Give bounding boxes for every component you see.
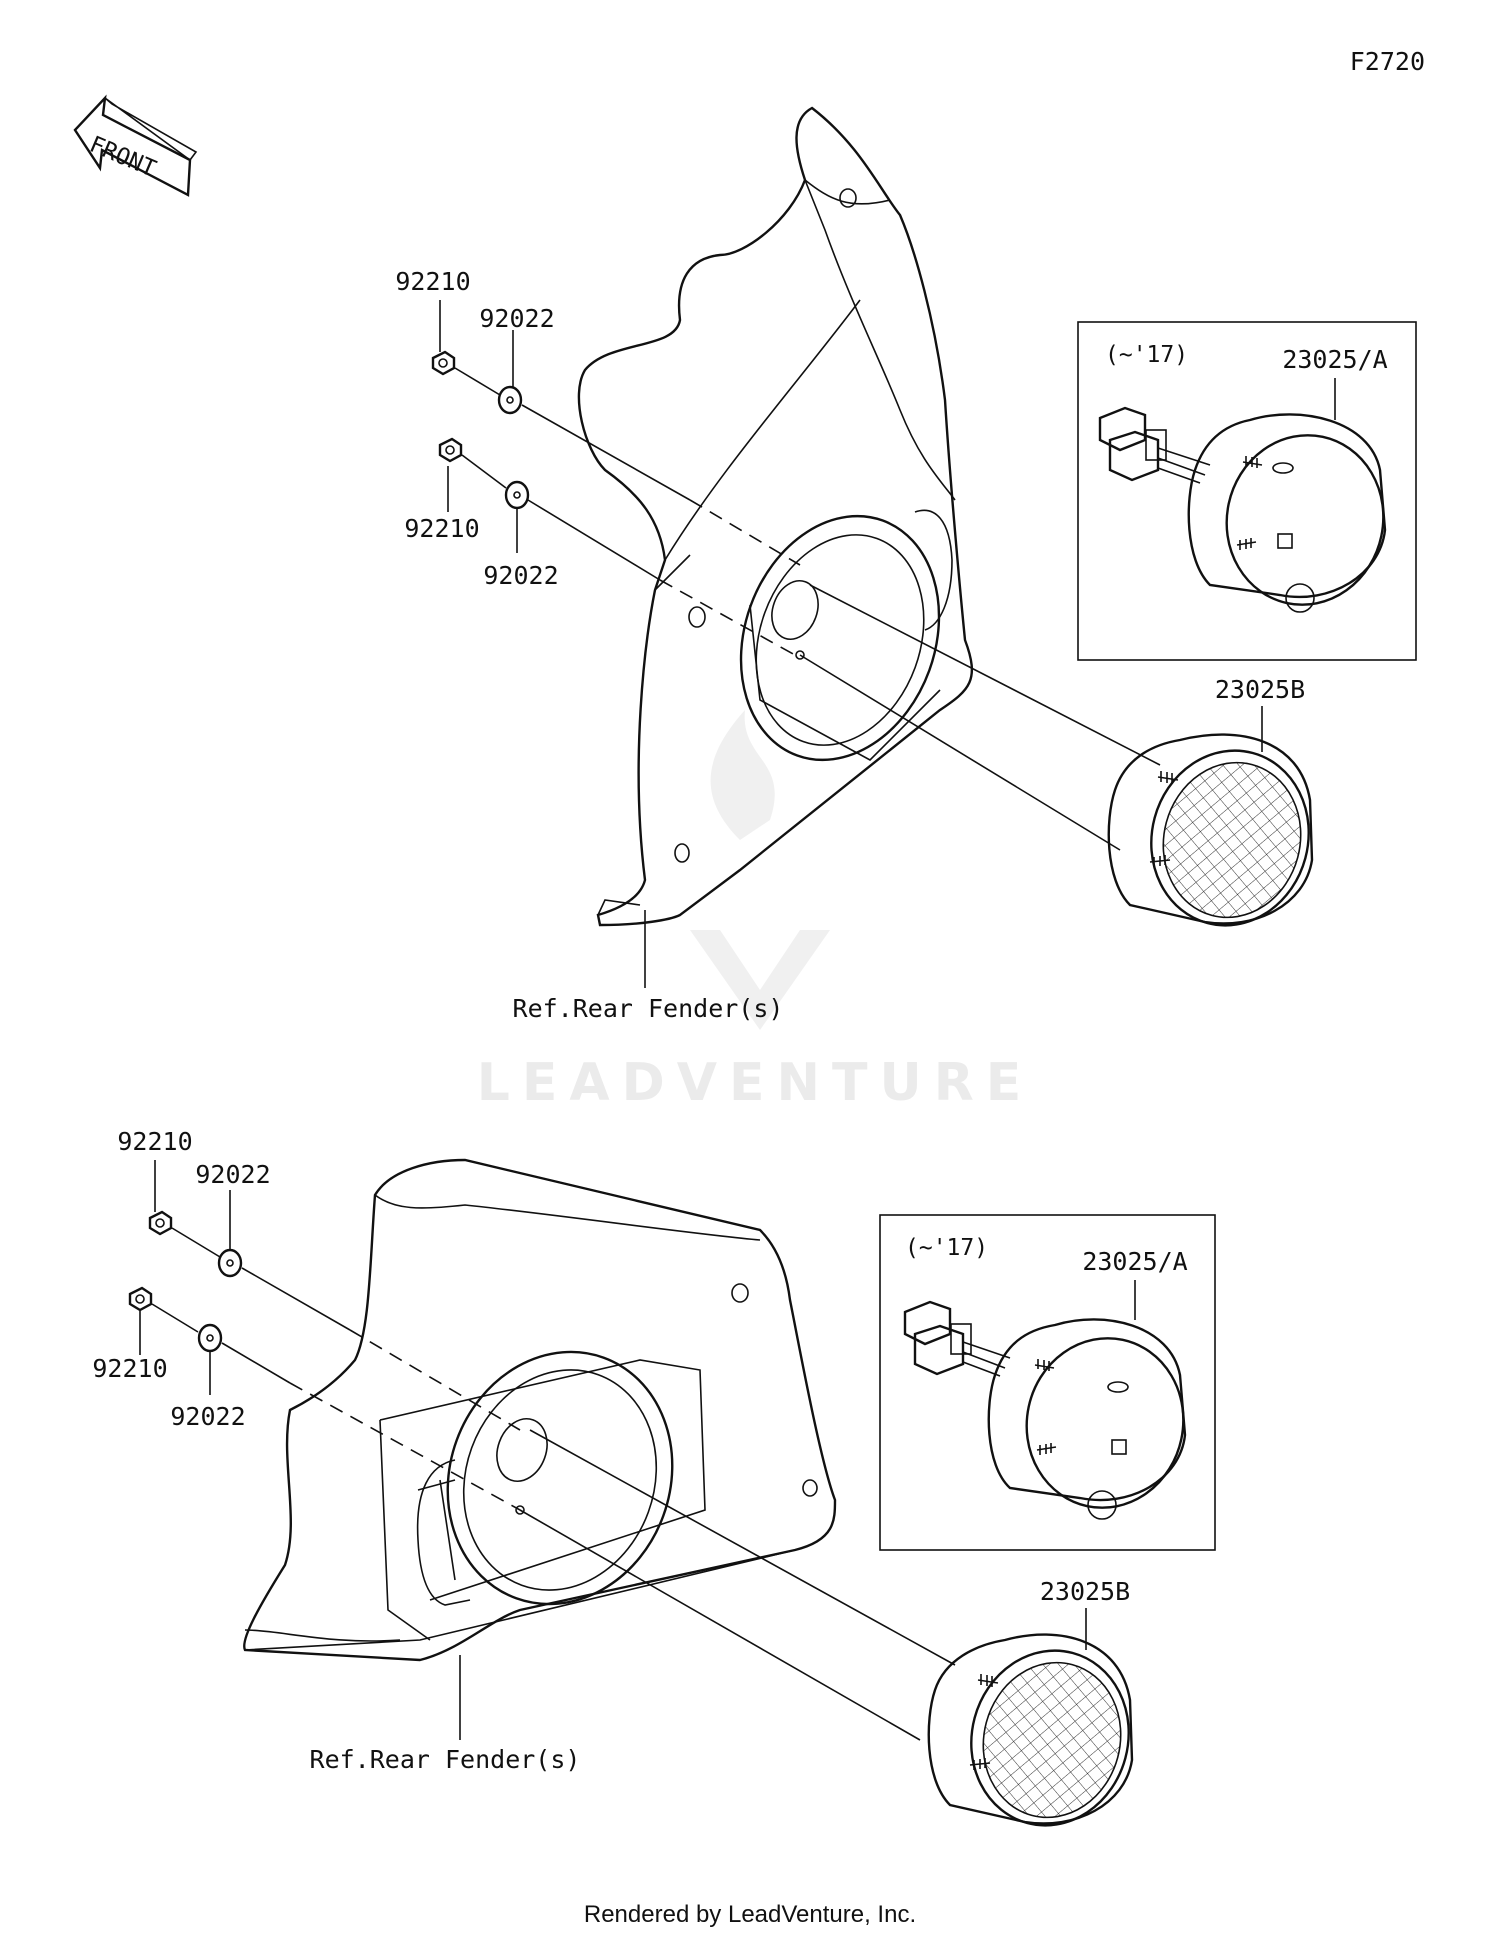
top-inset-part: 23025/A	[1282, 345, 1387, 374]
top-label-washer-lower: 92022	[483, 561, 558, 590]
bottom-washer-lower	[197, 1323, 223, 1353]
bottom-label-nut-lower: 92210	[92, 1354, 167, 1383]
bottom-nut-upper	[148, 1210, 173, 1236]
bottom-inset-lamp	[987, 1318, 1187, 1520]
bottom-label-nut-upper: 92210	[117, 1127, 192, 1156]
figure-code: F2720	[1350, 47, 1425, 76]
top-washer-upper	[497, 385, 523, 415]
bottom-washer-upper	[217, 1248, 243, 1278]
bottom-ref-label: Ref.Rear Fender(s)	[310, 1745, 581, 1774]
bottom-nut-lower	[128, 1286, 153, 1312]
top-assembly: 92210 92022 92210 92022 Ref.Rear Fender(…	[395, 106, 1417, 1023]
top-inset-box: (~'17) 23025/A	[1077, 321, 1417, 661]
bottom-lamp-23025b	[927, 1633, 1134, 1827]
top-nut-lower	[438, 437, 463, 463]
watermark-text: LEADVENTURE	[477, 1053, 1034, 1113]
bottom-lamp-part: 23025B	[1040, 1577, 1130, 1606]
bottom-inset-connector	[903, 1300, 1011, 1377]
front-arrow-icon: FRONT	[73, 94, 198, 197]
bottom-inset-year: (~'17)	[905, 1235, 988, 1261]
bottom-label-washer-upper: 92022	[195, 1160, 270, 1189]
top-washer-lower	[504, 480, 530, 510]
top-inset-year: (~'17)	[1105, 342, 1188, 368]
bottom-inset-box: (~'17) 23025/A	[879, 1214, 1216, 1551]
footer-credit: Rendered by LeadVenture, Inc.	[584, 1901, 916, 1928]
top-inset-lamp	[1187, 413, 1387, 613]
watermark: LEADVENTURE	[477, 710, 1034, 1113]
top-nut-upper	[431, 350, 456, 376]
top-lamp-23025b	[1107, 733, 1314, 927]
top-label-washer-upper: 92022	[479, 304, 554, 333]
top-label-nut-lower: 92210	[404, 514, 479, 543]
top-inset-connector	[1098, 406, 1211, 484]
bottom-inset-part: 23025/A	[1082, 1247, 1187, 1276]
bottom-assembly: 92210 92022 92210 92022 Ref.Rear Fender(…	[92, 1127, 1216, 1827]
bottom-fender	[243, 1158, 837, 1662]
bottom-label-washer-lower: 92022	[170, 1402, 245, 1431]
top-ref-label: Ref.Rear Fender(s)	[513, 994, 784, 1023]
top-lamp-part: 23025B	[1215, 675, 1305, 704]
top-label-nut-upper: 92210	[395, 267, 470, 296]
top-fender	[577, 106, 974, 927]
